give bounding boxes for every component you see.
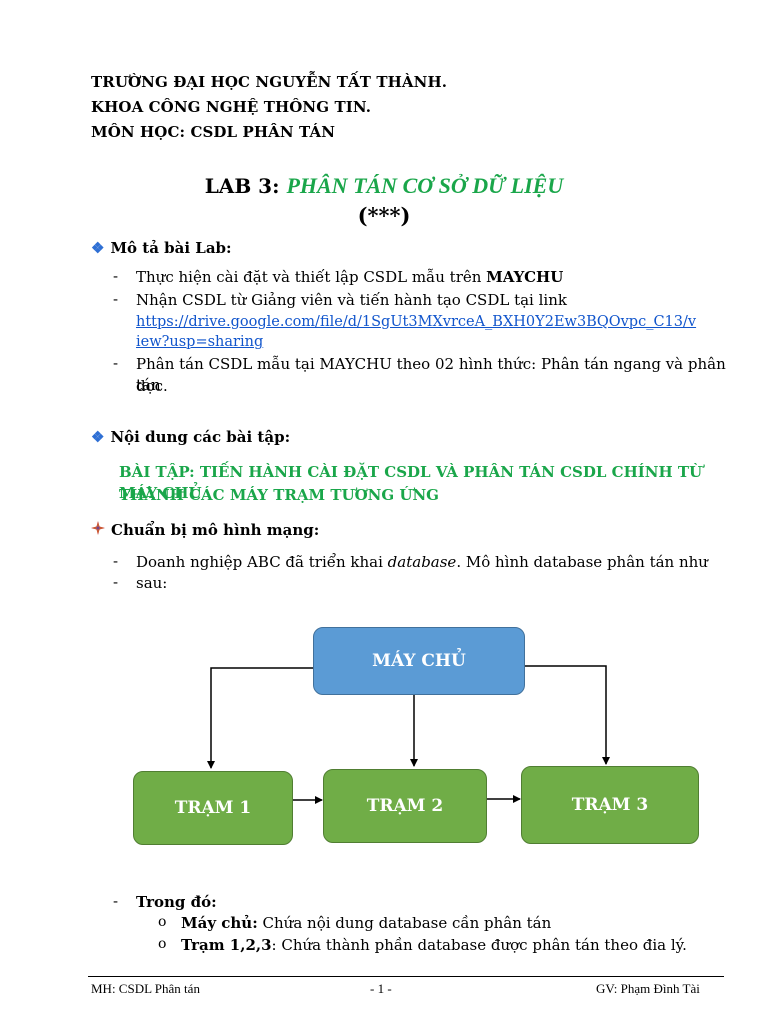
list-item-italic: database (387, 553, 457, 571)
section-heading: Mô tả bài Lab: (110, 239, 232, 257)
dash-bullet: - (113, 573, 119, 591)
title-main: PHÂN TÁN CƠ SỞ DỮ LIỆU (286, 173, 564, 198)
station3-box: TRẠM 3 (521, 766, 699, 844)
list-item: Thực hiện cài đặt và thiết lập CSDL mẫu … (136, 267, 732, 288)
dash-bullet: - (113, 552, 119, 570)
list-item-text: . Mô hình database phân tán như sau: (136, 553, 708, 592)
list-item-bold: MAYCHU (486, 268, 564, 286)
diamond-bullet-icon: ❖ (91, 239, 105, 257)
station2-box: TRẠM 2 (323, 769, 487, 843)
footer-divider (88, 976, 724, 977)
circle-bullet: o (158, 914, 167, 930)
circle-bullet: o (158, 936, 167, 952)
dash-bullet: - (113, 267, 119, 285)
page-number: - 1 - (370, 981, 392, 996)
footer-teacher: GV: Phạm Đình Tài (596, 981, 700, 996)
connector-server-station1 (207, 664, 319, 769)
note-label: Trạm 1,2,3 (181, 936, 272, 954)
drive-link-continued[interactable]: iew?usp=sharing (136, 334, 264, 350)
title-prefix: LAB 3: (204, 174, 287, 198)
list-item-continued: dọc. (136, 377, 168, 395)
page-title: LAB 3: PHÂN TÁN CƠ SỞ DỮ LIỆU (0, 173, 768, 199)
dash-bullet: - (113, 290, 119, 308)
section-heading: Nội dung các bài tập: (110, 428, 291, 446)
server-box: MÁY CHỦ (313, 627, 525, 695)
diamond-bullet-icon: ❖ (91, 428, 105, 446)
dash-bullet: - (113, 892, 119, 910)
note-stations: Trạm 1,2,3: Chứa thành phần database đượ… (181, 935, 768, 956)
star-bullet-icon (91, 520, 107, 540)
list-item-text: Doanh nghiệp ABC đã triển khai (136, 553, 388, 571)
list-item: Phân tán CSDL mẫu tại MAYCHU theo 02 hìn… (136, 355, 726, 394)
note-text: : Chứa thành phần database được phân tán… (271, 936, 687, 954)
note-server: Máy chủ: Chứa nội dung database cần phân… (181, 913, 768, 934)
note-text: Chứa nội dung database cần phân tán (257, 914, 552, 932)
footer-course: MH: CSDL Phân tán (91, 981, 200, 996)
section-lab-description: ❖ Mô tả bài Lab: (91, 238, 232, 258)
faculty-name: KHOA CÔNG NGHỆ THÔNG TIN. (91, 98, 372, 116)
connector-server-station3 (519, 662, 610, 765)
list-item: Nhận CSDL từ Giảng viên và tiến hành tạo… (136, 291, 567, 309)
dash-bullet: - (113, 354, 119, 372)
difficulty-stars: (***) (357, 203, 411, 228)
list-item: Doanh nghiệp ABC đã triển khai database.… (136, 552, 732, 594)
section-network-model: Chuẩn bị mô hình mạng: (91, 520, 319, 540)
section-exercises: ❖ Nội dung các bài tập: (91, 427, 290, 447)
section-heading: Chuẩn bị mô hình mạng: (111, 521, 320, 539)
exercise-title-continued: THÀNH CÁC MÁY TRẠM TƯƠNG ỨNG (119, 486, 439, 504)
course-name: MÔN HỌC: CSDL PHÂN TÁN (91, 123, 336, 141)
station1-box: TRẠM 1 (133, 771, 293, 845)
school-name: TRƯỜNG ĐẠI HỌC NGUYỄN TẤT THÀNH. (91, 73, 448, 91)
drive-link[interactable]: https://drive.google.com/file/d/1SgUt3MX… (136, 314, 697, 330)
notes-heading: Trong đó: (136, 893, 217, 911)
exercise-title: BÀI TẬP: TIẾN HÀNH CÀI ĐẶT CSDL VÀ PHÂN … (119, 463, 703, 502)
list-item-text: Thực hiện cài đặt và thiết lập CSDL mẫu … (136, 268, 487, 286)
note-label: Máy chủ: (181, 914, 258, 932)
